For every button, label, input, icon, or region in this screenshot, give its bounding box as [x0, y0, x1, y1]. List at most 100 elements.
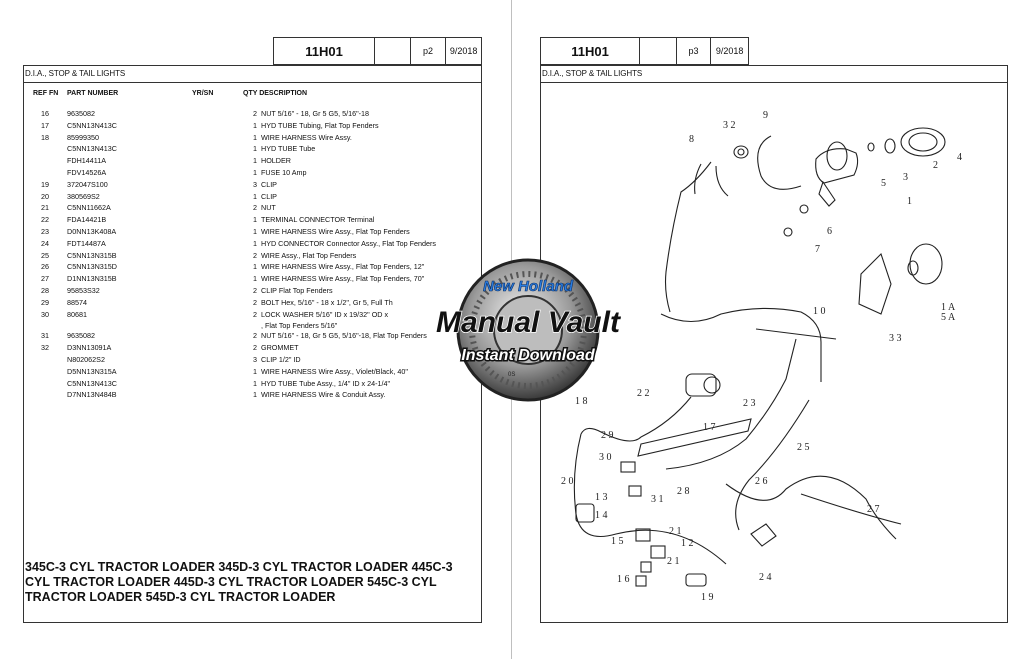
desc-cell: NUT 5/16" - 18, Gr 5 G5, 5/16"-18, Flat … [261, 331, 427, 341]
callout-label: 1 3 [595, 492, 608, 503]
callout-label: 5 A [941, 312, 956, 323]
ref-cell: 21 [41, 203, 49, 213]
lamp-socket [907, 260, 919, 276]
ref-cell: 20 [41, 191, 49, 201]
desc-cell: CLIP [261, 179, 277, 189]
callout-label: 2 [933, 160, 938, 171]
harness-23 [665, 338, 797, 470]
desc-cell: BOLT Hex, 5/16" - 18 x 1/2", Gr 5, Full … [261, 297, 393, 307]
connector-22 [685, 373, 717, 397]
part-cell: 80681 [67, 309, 87, 319]
part-cell: C5NN13N413C [67, 378, 117, 388]
section-code: 11H01 [274, 38, 376, 64]
part-cell: 9635082 [67, 331, 95, 341]
qty-cell: 1 [253, 390, 257, 400]
callout-labels: 3 2 9 8 4 2 3 5 1 6 7 1 A 5 A 3 3 1 0 2 … [561, 110, 962, 603]
callout-label: 2 1 [667, 556, 680, 567]
desc-cell: WIRE HARNESS Wire Assy., Violet/Black, 4… [261, 366, 408, 376]
table-row: D7NN13N484B 1 WIRE HARNESS Wire & Conduit … [25, 390, 485, 402]
desc-cell: WIRE HARNESS Wire Assy., Flat Top Fender… [261, 226, 410, 236]
qty-cell: 2 [253, 250, 257, 260]
part-cell: 372047S100 [67, 179, 108, 189]
clip-14 [650, 545, 666, 559]
revision-date: 9/2018 [449, 46, 478, 56]
ref-cell: 30 [41, 309, 49, 319]
callout-label: 1 4 [595, 510, 608, 521]
page-header-box: 11H01 p3 9/2018 [540, 37, 749, 65]
dial-ticks [469, 271, 587, 389]
harness-branch [694, 163, 702, 195]
header-blank-cell [640, 38, 677, 64]
callout-label: 2 3 [743, 398, 756, 409]
qty-cell: 1 [253, 262, 257, 272]
qty-cell: 1 [253, 191, 257, 201]
tail-light-lens [900, 127, 946, 157]
callout-label: 2 6 [755, 476, 768, 487]
col-ref-fn: REF FN [33, 90, 59, 97]
desc-cell: HYD TUBE Tube [261, 144, 316, 154]
nut-6 [799, 204, 809, 214]
harness-25 [735, 399, 810, 531]
desc-cell: GROMMET [261, 343, 299, 353]
part-cell: FDT14487A [67, 238, 106, 248]
desc-cell: TERMINAL CONNECTOR Terminal [261, 215, 375, 225]
callout-label: 1 0 [813, 306, 826, 317]
part-cell: 88574 [67, 297, 87, 307]
callout-label: 3 [903, 172, 908, 183]
callout-label: 1 7 [703, 422, 716, 433]
part-cell: N802062S2 [67, 354, 105, 364]
desc-cell: HYD TUBE Tubing, Flat Top Fenders [261, 120, 379, 130]
desc-cell: HYD TUBE Tube Assy., 1/4" ID x 24-1/4" [261, 378, 391, 388]
revision-date: 9/2018 [715, 46, 744, 56]
connector-24 [750, 523, 777, 547]
main-harness [660, 307, 822, 382]
applicable-models: 345C-3 CYL TRACTOR LOADER 345D-3 CYL TRA… [25, 560, 453, 604]
housing-face [826, 141, 848, 171]
ref-cell: 24 [41, 238, 49, 248]
lens-inner-ring [908, 132, 938, 152]
section-code: 11H01 [541, 38, 641, 64]
ref-cell: 22 [41, 215, 49, 225]
logo-brand-text: New Holland [483, 278, 574, 295]
wire-loop [573, 433, 727, 565]
harness-branch-2 [715, 165, 729, 197]
part-cell: 9635082 [67, 109, 95, 118]
desc-cell: , Flat Top Fenders 5/16" [261, 321, 338, 331]
exploded-parts-diagram: 3 2 9 8 4 2 3 5 1 6 7 1 A 5 A 3 3 1 0 2 … [561, 110, 962, 603]
qty-cell: 1 [253, 144, 257, 154]
desc-cell: CLIP Flat Top Fenders [261, 285, 333, 295]
part-cell: D1NN13N315B [67, 274, 117, 284]
ref-cell: 27 [41, 274, 49, 284]
qty-cell: 2 [253, 203, 257, 213]
qty-cell: 1 [253, 132, 257, 142]
callout-label: 1 2 [681, 538, 694, 549]
desc-cell: WIRE HARNESS Wire Assy., Flat Top Fender… [261, 262, 425, 272]
callout-label: 9 [763, 110, 768, 121]
desc-cell: NUT 5/16" - 18, Gr 5 G5, 5/16"-18 [261, 109, 370, 118]
part-cell: 95853S32 [67, 285, 100, 295]
nut-16 [635, 575, 647, 587]
desc-cell: HOLDER [261, 156, 291, 166]
harness-left [664, 161, 712, 313]
callout-label: 4 [957, 152, 962, 163]
qty-cell: 2 [253, 331, 257, 341]
qty-cell: 1 [253, 120, 257, 130]
qty-cell: 3 [253, 354, 257, 364]
callout-label: 5 [881, 178, 886, 189]
callout-label: 1 5 [611, 536, 624, 547]
bolt-29 [620, 461, 636, 473]
part-cell: D7NN13N484B [67, 390, 117, 400]
desc-cell: NUT [261, 203, 276, 213]
callout-label: 2 1 [669, 526, 682, 537]
desc-cell: WIRE HARNESS Wire & Conduit Assy. [261, 390, 386, 400]
washer-30 [628, 485, 642, 497]
page-number: p3 [677, 38, 712, 64]
